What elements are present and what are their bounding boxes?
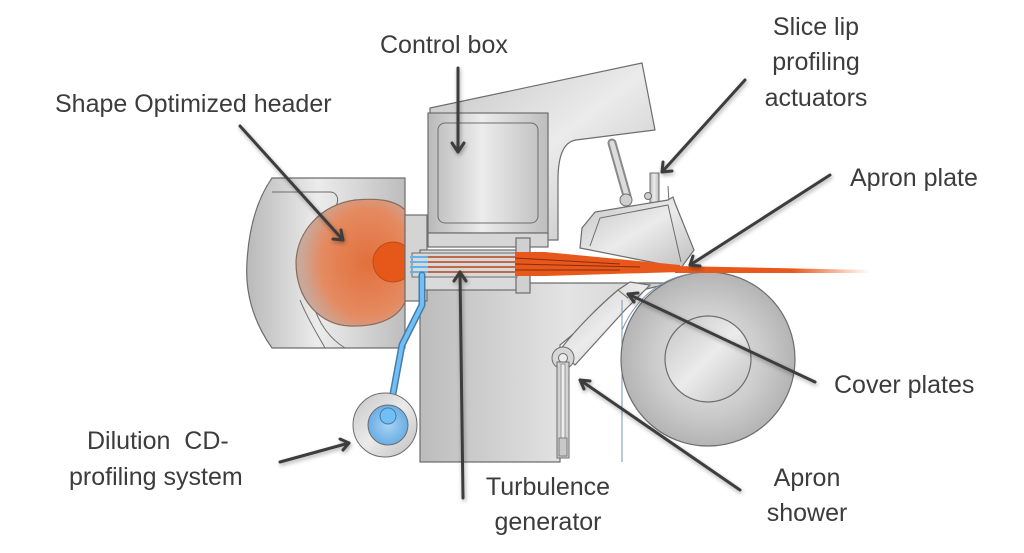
shape-optimized-header [295,198,414,327]
label-turbulence-2: generator [494,508,601,536]
label-control-box: Control box [380,31,508,59]
label-cover-plates: Cover plates [834,371,974,399]
label-turbulence-1: Turbulence [486,473,610,501]
apron-shower [551,346,575,459]
arrow-apron-shower [578,378,742,492]
label-apron-plate: Apron plate [850,164,978,192]
control-box [427,112,549,248]
dilution-system [352,271,426,458]
arrow-cover-plates [626,291,817,384]
label-header: Shape Optimized header [55,90,332,118]
arrow-control-box [450,66,466,154]
arrow-dilution [278,437,351,464]
label-slice-lip-1: Slice lip [773,13,859,41]
label-apron-shower-2: shower [767,499,848,527]
slice-lip-actuator [649,172,660,204]
arrow-apron-plate [688,173,832,268]
arrow-slice-lip [660,78,747,174]
label-dilution-2: profiling system [69,463,243,491]
stock-jet [514,252,870,276]
cover-plates [559,281,652,366]
breast-roll [620,271,796,462]
arrow-header [238,124,345,242]
callout-arrows [238,66,832,500]
label-apron-shower-1: Apron [774,464,841,492]
slice-lip-assembly [579,138,695,269]
turbulence-generator [410,252,518,278]
label-slice-lip-3: actuators [765,84,868,112]
label-slice-lip-2: profiling [772,48,860,76]
label-dilution-1: Dilution CD- [87,427,229,455]
arrow-turbulence [452,270,468,500]
